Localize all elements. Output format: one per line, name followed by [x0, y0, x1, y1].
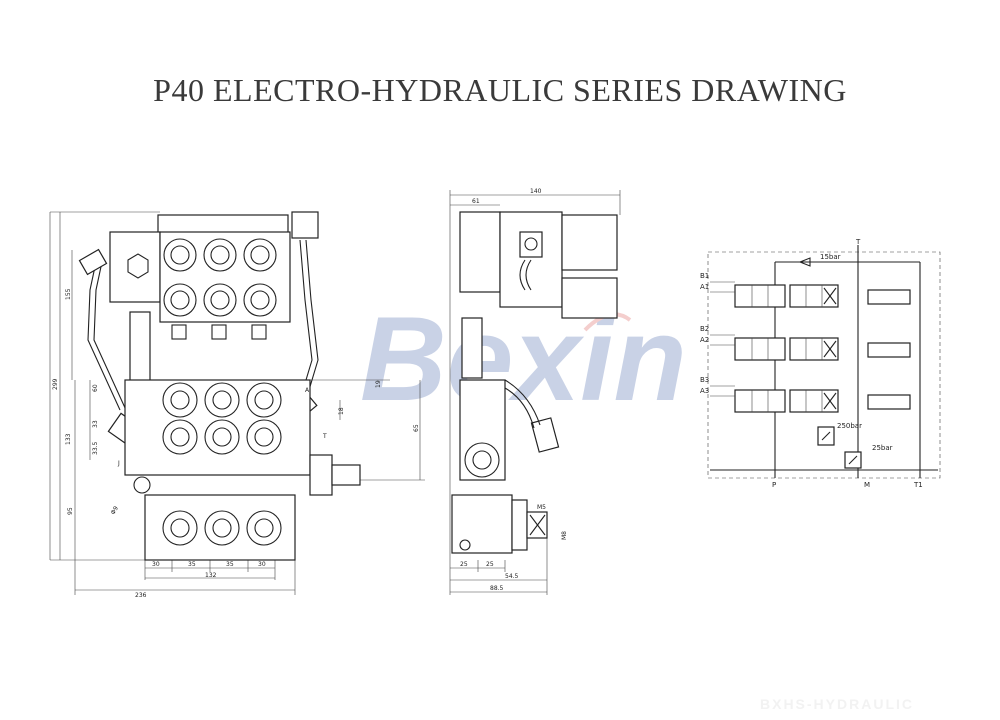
label-relief-low: 25bar — [872, 444, 893, 452]
side-bottom-body — [451, 494, 513, 554]
solenoid-housing — [109, 231, 161, 303]
side-solenoid-upper — [561, 214, 618, 271]
dim-right-height: 65 — [413, 424, 420, 432]
dim-section-b: 33 — [92, 420, 99, 428]
dim-spacing-2: 35 — [188, 561, 196, 568]
dim-bottom-mid: 54.5 — [505, 573, 519, 580]
side-view: 140 61 88.5 54.5 25 25 M5 M8 — [449, 188, 621, 595]
dim-section-c: 33.5 — [92, 441, 99, 455]
label-m: M — [864, 481, 870, 489]
solenoid-top-bar — [157, 214, 289, 234]
dim-lower-left: 95 — [67, 507, 74, 515]
label-pressure: P — [772, 481, 776, 489]
dim-hole: Φ9 — [110, 505, 120, 516]
label-a3: A3 — [700, 387, 709, 395]
main-valve-block — [124, 379, 311, 476]
label-relief-high: 250bar — [837, 422, 862, 430]
dim-spacing-1: 30 — [152, 561, 160, 568]
watermark-logo: Bexin — [360, 292, 687, 426]
watermark-text: Bexin — [360, 292, 687, 426]
dim-height: 299 — [52, 378, 59, 390]
dim-spacing-4: 30 — [258, 561, 266, 568]
dim-bottom-total: 88.5 — [490, 585, 504, 592]
schematic-frame — [707, 251, 941, 479]
label-port-j: J — [117, 460, 120, 467]
dim-section-a: 60 — [92, 384, 99, 392]
label-a1: A1 — [700, 283, 709, 291]
label-b3: B3 — [700, 376, 709, 384]
bottom-spool-block — [144, 494, 296, 561]
dim-left-a: 25 — [460, 561, 468, 568]
spool-section-3 — [710, 385, 911, 413]
dim-overall-width: 236 — [135, 592, 147, 599]
footer-watermark: BXHS-HYDRAULIC — [760, 696, 914, 712]
spool-section-1 — [710, 281, 911, 308]
label-b1: B1 — [700, 272, 709, 280]
dim-upper-left: 155 — [65, 288, 72, 300]
dim-left-b: 25 — [486, 561, 494, 568]
label-port-t: T — [322, 433, 327, 440]
label-b2: B2 — [700, 325, 709, 333]
label-a2: A2 — [700, 336, 709, 344]
label-relief-main: 15bar — [820, 253, 841, 261]
side-upper-body — [459, 211, 501, 293]
label-tank: T — [855, 238, 861, 246]
dim-thread-b: M8 — [561, 531, 568, 540]
dim-right-small: 19 — [375, 380, 382, 388]
dim-right-mid: 18 — [338, 407, 345, 415]
front-view: 236 132 30 35 35 30 299 133 60 33 33.5 9… — [49, 211, 425, 599]
dim-spacing-3: 35 — [226, 561, 234, 568]
dim-thread-a: M5 — [537, 504, 546, 511]
dim-mid-height: 133 — [65, 433, 72, 445]
side-main-body — [459, 379, 506, 481]
label-port-a: A — [305, 387, 310, 394]
dim-top-offset: 61 — [472, 198, 480, 205]
hydraulic-schematic: T P M T1 15bar 250bar 25bar B1 A1 B2 A2 … — [700, 238, 941, 489]
side-solenoid-lower — [561, 277, 618, 319]
dim-bottom-width: 132 — [205, 572, 217, 579]
label-t1: T1 — [913, 481, 923, 489]
page-title: P40 ELECTRO-HYDRAULIC SERIES DRAWING — [153, 72, 847, 108]
dim-top-width: 140 — [530, 188, 542, 195]
spool-section-2 — [710, 334, 911, 361]
